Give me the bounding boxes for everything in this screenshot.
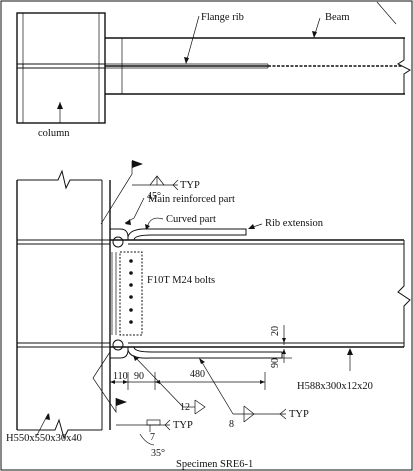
weld-access-hole-bottom (112, 339, 124, 351)
main-reinforced-part-label: Main reinforced part (148, 194, 235, 205)
specimen-caption: Specimen SRE6-1 (176, 459, 253, 470)
column-label: column (38, 128, 70, 139)
dim-110-label: 110 (113, 371, 128, 382)
dim-90-label: 90 (134, 371, 144, 382)
beam-break-line (397, 240, 411, 347)
typ-bottom-label: TYP (173, 420, 193, 431)
rib-extension-label: Rib extension (265, 218, 324, 229)
bolt-group (129, 259, 133, 324)
main-reinforced-part-bottom (110, 347, 129, 359)
curved-part-label: Curved part (166, 214, 216, 225)
weld-angle-top-label: 45° (147, 191, 161, 202)
weld-8-label: 8 (229, 419, 234, 430)
bolt (129, 295, 133, 299)
column-section-label: H550x550x30x40 (6, 433, 82, 444)
weld-flag-top (132, 160, 143, 168)
beam-section-label: H588x300x12x20 (297, 381, 373, 392)
bolt (129, 320, 133, 324)
bolts-label: F10T M24 bolts (147, 275, 215, 286)
dim-20-label: 20 (270, 326, 281, 336)
beam-label: Beam (325, 12, 350, 23)
dim-90-vertical-label: 90 (270, 358, 281, 368)
cropped-edge-line (376, 1, 397, 25)
weld-7-label: 7 (150, 432, 155, 443)
weld-leader-8 (199, 358, 234, 415)
plan-view: Flange rib Beam column (16, 12, 411, 139)
curved-rib-top (127, 228, 247, 241)
weld-12-label: 12 (180, 402, 190, 413)
bolt (129, 283, 133, 287)
bolt (129, 308, 133, 312)
dim-480-label: 480 (190, 369, 205, 380)
weld-angle-bottom-label: 35° (151, 448, 165, 459)
weld-leader-top (100, 161, 133, 225)
weld-access-hole-top (112, 236, 124, 248)
bolt (129, 259, 133, 263)
typ-top-label: TYP (180, 180, 200, 191)
flange-rib-label: Flange rib (201, 12, 244, 23)
column-break-bottom (17, 418, 102, 440)
weld-flag-bottom (116, 398, 127, 406)
column-break-top (17, 169, 102, 190)
shear-tab (119, 251, 143, 336)
curved-rib-bottom (127, 346, 283, 359)
typ-right-label: TYP (289, 409, 309, 420)
main-reinforced-part-top (110, 228, 129, 240)
bolt (129, 271, 133, 275)
weld-leader-12 (133, 355, 184, 408)
break-line-plan (397, 38, 411, 94)
elevation-view: F10T M24 bolts TYP 45° Main reinforced p… (6, 160, 411, 459)
